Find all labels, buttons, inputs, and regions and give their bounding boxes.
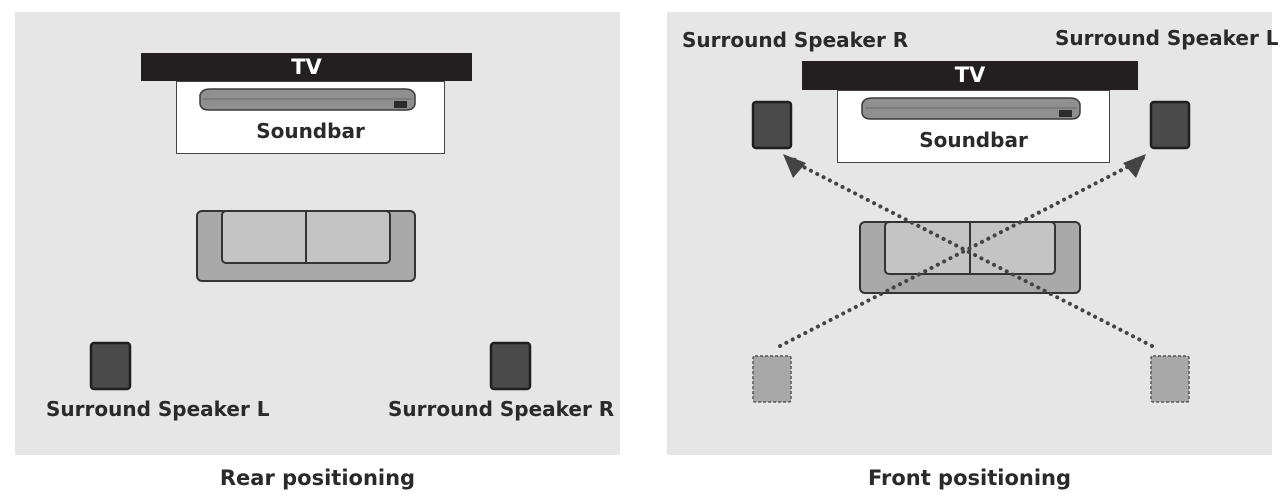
front-soundbar-label: Soundbar bbox=[919, 128, 1028, 152]
rear-caption: Rear positioning bbox=[219, 466, 416, 490]
front-speaker-right-label: Surround Speaker R bbox=[682, 28, 909, 52]
rear-tv-label: TV bbox=[291, 55, 322, 79]
rear-speaker-left-label: Surround Speaker L bbox=[46, 397, 270, 421]
front-speaker-right bbox=[751, 100, 793, 150]
front-speaker-left bbox=[1149, 100, 1191, 150]
front-caption: Front positioning bbox=[867, 466, 1072, 490]
front-ghost-speaker-right bbox=[1150, 355, 1190, 403]
rear-soundbar-label: Soundbar bbox=[256, 119, 365, 143]
front-arrowhead-left-icon bbox=[783, 154, 806, 178]
front-move-arrow-left bbox=[785, 157, 1154, 348]
rear-speaker-right-label: Surround Speaker R bbox=[388, 397, 615, 421]
front-tv-bar: TV bbox=[802, 61, 1138, 90]
front-sofa bbox=[859, 221, 1081, 294]
front-tv-label: TV bbox=[954, 63, 986, 87]
front-ghost-speaker-left bbox=[752, 355, 792, 403]
rear-speaker-right bbox=[489, 341, 532, 391]
rear-speaker-left bbox=[89, 341, 132, 391]
rear-soundbar-device bbox=[199, 88, 416, 111]
front-speaker-left-label: Surround Speaker L bbox=[1055, 26, 1279, 50]
rear-tv-bar: TV bbox=[141, 53, 472, 81]
front-arrowhead-right-icon bbox=[1123, 154, 1146, 178]
front-soundbar-device bbox=[861, 97, 1081, 120]
rear-sofa bbox=[196, 210, 416, 282]
